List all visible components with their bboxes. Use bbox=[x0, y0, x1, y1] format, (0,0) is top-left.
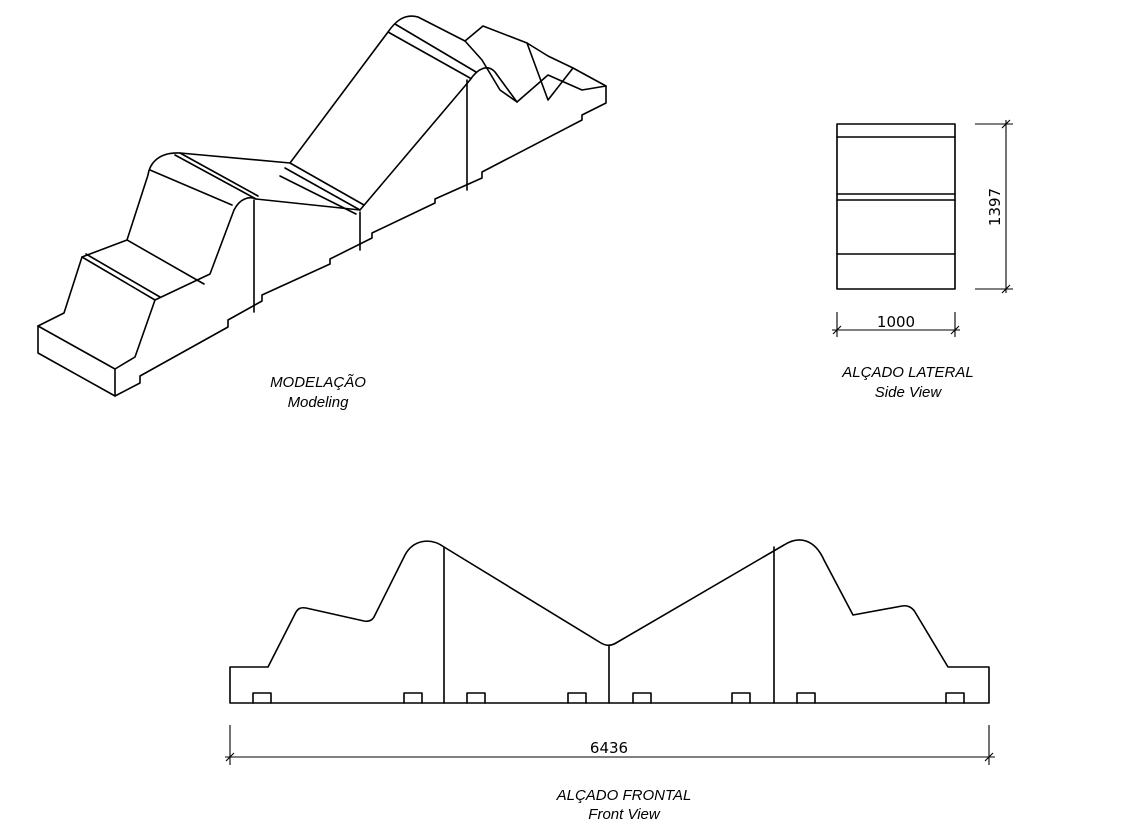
side-view-width-dim bbox=[832, 312, 960, 337]
side-view-subtitle: Side View bbox=[875, 384, 943, 401]
model-back-valley bbox=[464, 40, 574, 103]
front-view-notches bbox=[252, 692, 965, 704]
side-view-width-label: 1000 bbox=[877, 313, 915, 331]
modeling-subtitle: Modeling bbox=[288, 394, 350, 411]
modeling-title: MODELAÇÃO bbox=[270, 374, 366, 391]
side-view-outline bbox=[836, 123, 956, 290]
side-view-height-label: 1397 bbox=[986, 188, 1004, 226]
front-view-length-label: 6436 bbox=[590, 739, 628, 757]
front-view-joints bbox=[443, 546, 775, 704]
front-view-length-dim bbox=[225, 725, 995, 765]
front-view bbox=[225, 539, 995, 765]
model-ridge-4 bbox=[387, 23, 477, 79]
model-ridge-2 bbox=[149, 152, 259, 206]
side-view-title: ALÇADO LATERAL bbox=[841, 364, 973, 381]
side-view-band-lines bbox=[836, 136, 956, 255]
front-view-title: ALÇADO FRONTAL bbox=[556, 787, 692, 804]
side-view-height-dim bbox=[975, 119, 1013, 294]
model-ridge-3 bbox=[279, 162, 365, 215]
model-ridge-1 bbox=[81, 239, 205, 301]
isometric-model bbox=[37, 15, 607, 397]
model-front-face bbox=[37, 67, 607, 397]
side-view bbox=[832, 119, 1013, 337]
front-view-outline bbox=[229, 539, 990, 704]
front-view-subtitle: Front View bbox=[588, 806, 661, 823]
model-outline bbox=[37, 15, 607, 397]
